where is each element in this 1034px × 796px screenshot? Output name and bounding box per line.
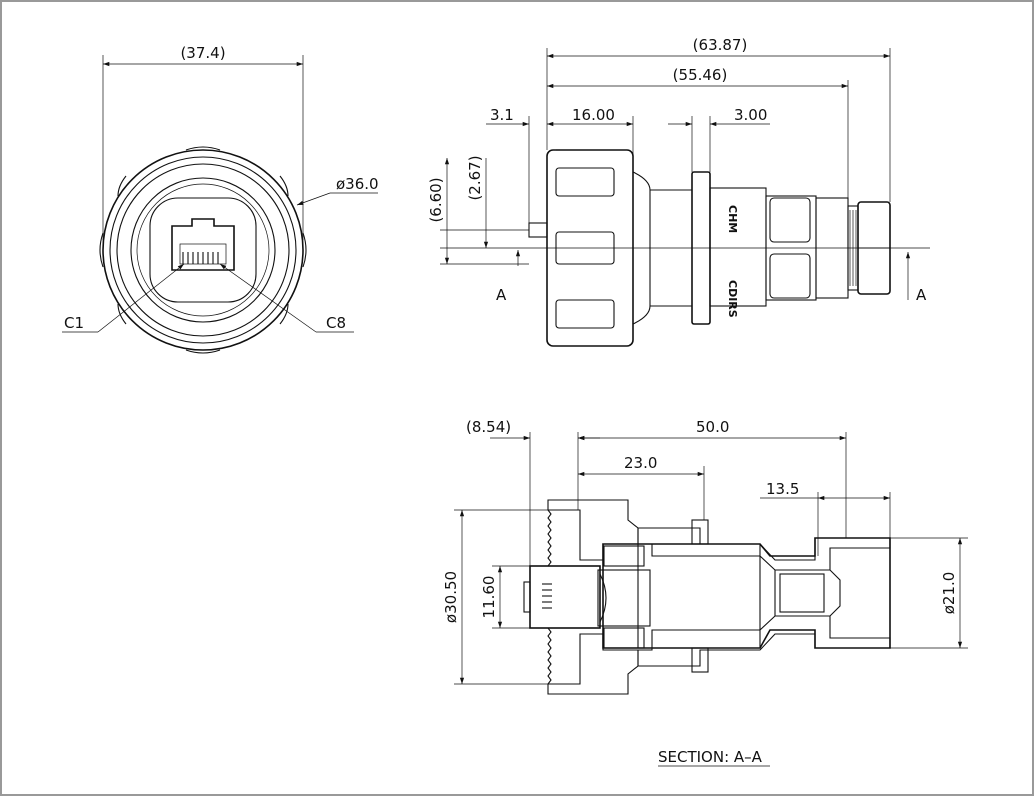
- pin-c1-label: C1: [64, 314, 84, 332]
- dim-21: ø21.0: [940, 572, 958, 615]
- section-mark-right: A: [916, 286, 927, 304]
- front-view: (37.4) ø36.0 C1 C8: [62, 44, 379, 354]
- pin-contacts: [182, 252, 219, 264]
- dim-3: 3.00: [734, 106, 767, 124]
- dim-23: 23.0: [624, 454, 657, 472]
- front-diameter-dim: ø36.0: [336, 175, 379, 193]
- section-mark-left: A: [496, 286, 507, 304]
- dim-11-60: 11.60: [480, 576, 498, 619]
- marking-top: CHM: [726, 205, 739, 233]
- pin-c8-label: C8: [326, 314, 346, 332]
- dim-6-60: (6.60): [427, 177, 445, 222]
- dim-16: 16.00: [572, 106, 615, 124]
- dim-50: 50.0: [696, 418, 729, 436]
- dim-30-50: ø30.50: [442, 571, 460, 623]
- side-view: CHM CDIRS A A (63.87) (55.46) 3.1 16: [427, 36, 930, 347]
- marking-bottom: CDIRS: [726, 280, 739, 318]
- dim-8-54: (8.54): [466, 418, 511, 436]
- section-view: (8.54) 50.0 23.0 13.5 ø30.50 11.60 ø21.0…: [442, 418, 968, 767]
- front-width-dim: (37.4): [180, 44, 225, 62]
- body-length-dim: (55.46): [673, 66, 728, 84]
- dim-13-5: 13.5: [766, 480, 799, 498]
- dim-2-67: (2.67): [466, 155, 484, 200]
- dim-3-1: 3.1: [490, 106, 514, 124]
- overall-length-dim: (63.87): [693, 36, 748, 54]
- section-caption: SECTION: A–A: [658, 748, 763, 766]
